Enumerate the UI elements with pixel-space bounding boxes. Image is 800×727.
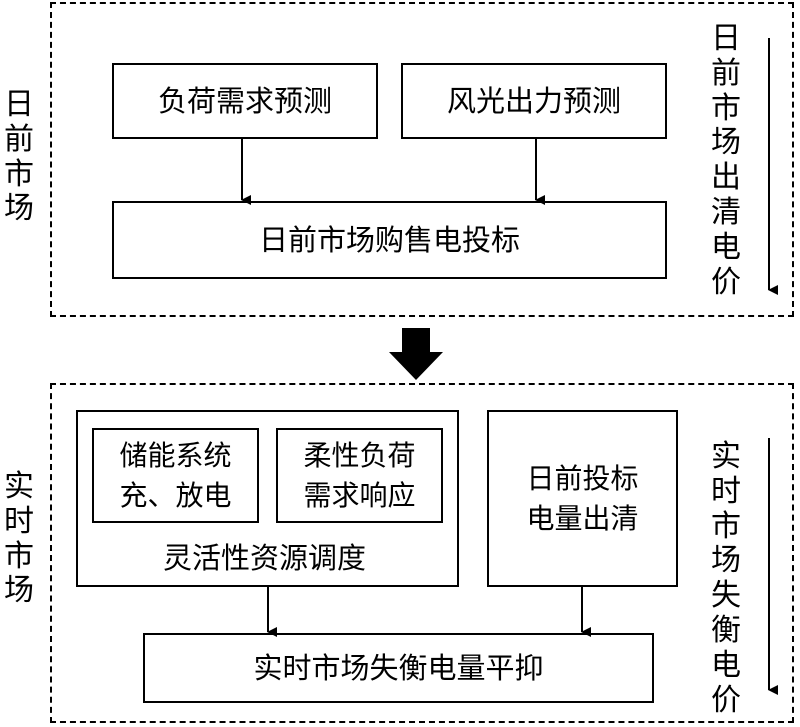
flexible-dispatch-label: 灵活性资源调度 <box>163 541 367 575</box>
transition-arrow-icon <box>389 328 443 380</box>
real-time-region <box>50 383 794 723</box>
load-forecast-box: 负荷需求预测 <box>112 63 378 139</box>
day-ahead-bidding-box: 日前市场购售电投标 <box>112 201 667 279</box>
day-ahead-clearing-price-label: 日前市场出清电价 <box>711 21 741 300</box>
day-ahead-region <box>50 2 794 317</box>
real-time-imbalance-price-label: 实时市场失衡电价 <box>711 439 741 718</box>
flexible-load-box: 柔性负荷 需求响应 <box>276 428 443 523</box>
storage-box: 储能系统 充、放电 <box>92 428 259 523</box>
bid-clearing-box: 日前投标 电量出清 <box>487 410 678 587</box>
imbalance-leveling-box: 实时市场失衡电量平抑 <box>143 633 654 703</box>
real-time-side-label: 实时市场 <box>4 469 34 609</box>
day-ahead-side-label: 日前市场 <box>4 87 34 227</box>
wind-solar-forecast-box: 风光出力预测 <box>401 63 667 139</box>
